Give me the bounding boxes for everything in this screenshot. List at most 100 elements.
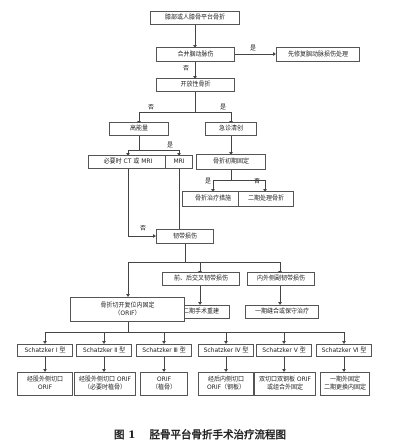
arrowhead — [273, 52, 276, 56]
edge-label-yes: 是 — [220, 104, 227, 111]
connector — [45, 332, 345, 333]
arrowhead — [162, 369, 166, 372]
node-treatment-1: 经股外侧切口 ORIF — [17, 372, 73, 396]
connector — [280, 286, 281, 304]
connector — [226, 332, 227, 342]
figure-caption: 图 1 胫骨平台骨折手术治疗流程图 — [0, 427, 400, 442]
connector — [45, 357, 46, 371]
node-fix-treatment: 骨折治疗措施 — [182, 191, 244, 207]
arrowhead — [193, 76, 197, 79]
connector — [104, 357, 105, 371]
node-schatzker-5: Schatzker Ⅴ 型 — [256, 344, 312, 357]
connector — [139, 112, 140, 122]
node-treatment-3: ORIF （植骨） — [140, 372, 188, 396]
connector — [284, 357, 285, 371]
connector — [200, 286, 201, 304]
node-high-energy: 高能量 — [109, 122, 169, 136]
arrowhead — [211, 189, 215, 192]
node-combined-vascular: 合并腘动脉伤 — [156, 47, 235, 62]
connector — [164, 357, 165, 371]
connector — [213, 180, 214, 190]
connector — [231, 136, 232, 154]
connector — [231, 112, 232, 122]
connector — [200, 262, 281, 263]
connector — [128, 236, 155, 237]
arrowhead — [102, 369, 106, 372]
connector — [265, 180, 266, 190]
connector — [128, 262, 129, 296]
arrowhead — [193, 45, 197, 48]
arrowhead — [342, 341, 346, 344]
connector — [128, 322, 129, 332]
connector — [128, 169, 129, 236]
connector — [195, 92, 196, 112]
node-cruciate: 前、后交叉韧带损伤 — [162, 272, 240, 286]
node-treatment-6: 一期外固定 二期更换内固定 — [320, 372, 370, 396]
node-schatzker-3: Schatzker Ⅲ 型 — [136, 344, 192, 357]
connector — [185, 244, 186, 262]
edge-label-yes: 是 — [205, 178, 212, 185]
node-schatzker-6: Schatzker Ⅵ 型 — [316, 344, 372, 357]
node-ligament-injury: 韧带损伤 — [156, 229, 214, 244]
arrowhead — [229, 152, 233, 155]
node-fracture-fix: 骨折初期固定 — [196, 154, 266, 170]
connector — [344, 357, 345, 371]
node-schatzker-1: Schatzker Ⅰ 型 — [17, 344, 73, 357]
edge-label-no: 否 — [140, 225, 147, 232]
connector — [284, 332, 285, 342]
arrowhead — [126, 153, 130, 156]
node-schatzker-2: Schatzker Ⅱ 型 — [76, 344, 132, 357]
connector — [179, 150, 180, 155]
connector — [128, 150, 129, 155]
node-start: 膝部或人膝骨平台骨折 — [150, 11, 240, 25]
node-vascular-repair: 先修复腘动脉损伤处理 — [276, 47, 360, 62]
edge-label-no: 否 — [254, 178, 261, 185]
arrowhead — [126, 294, 130, 297]
connector — [200, 262, 201, 272]
connector — [344, 332, 345, 342]
arrowhead — [177, 153, 181, 156]
connector — [104, 332, 105, 342]
arrowhead — [153, 234, 156, 238]
arrowhead — [224, 369, 228, 372]
node-treatment-2: 经股外侧切口 ORIF （必要时植骨） — [74, 372, 136, 396]
arrowhead — [263, 189, 267, 192]
connector — [231, 170, 232, 180]
node-treatment-5: 双切口双钢板 ORIF 或组合外固定 — [254, 372, 316, 396]
connector — [195, 25, 196, 46]
arrowhead — [43, 341, 47, 344]
node-conservative: 一期缝合或保守治疗 — [245, 305, 319, 319]
figure-number: 图 1 — [114, 429, 136, 441]
arrowhead — [282, 341, 286, 344]
connector — [45, 332, 46, 342]
edge-label-no: 否 — [148, 104, 155, 111]
node-collateral: 内外侧副韧带损伤 — [247, 272, 315, 286]
node-mri: MRI — [165, 155, 193, 169]
node-open-fracture: 开放性骨折 — [156, 78, 235, 92]
arrowhead — [162, 341, 166, 344]
connector — [139, 112, 232, 113]
node-schatzker-4: Schatzker Ⅳ 型 — [198, 344, 254, 357]
arrowhead — [224, 341, 228, 344]
edge-label-no: 否 — [183, 65, 190, 72]
connector — [195, 62, 196, 78]
connector — [179, 169, 180, 236]
edge-label-yes: 是 — [167, 142, 174, 149]
node-ct-mri: 必要时 CT 或 MRI — [88, 155, 168, 169]
arrowhead — [102, 341, 106, 344]
connector — [128, 262, 200, 263]
arrowhead — [43, 369, 47, 372]
node-staged: 二期处理骨折 — [238, 191, 294, 207]
connector — [128, 150, 180, 151]
node-treatment-4: 经后内侧切口 ORIF（钢板） — [198, 372, 254, 396]
connector — [280, 262, 281, 272]
figure-title: 胫骨平台骨折手术治疗流程图 — [149, 429, 286, 441]
connector — [213, 180, 266, 181]
connector — [139, 136, 140, 150]
arrowhead — [282, 369, 286, 372]
arrowhead — [342, 369, 346, 372]
connector — [226, 357, 227, 371]
connector — [164, 332, 165, 342]
connector — [235, 54, 275, 55]
